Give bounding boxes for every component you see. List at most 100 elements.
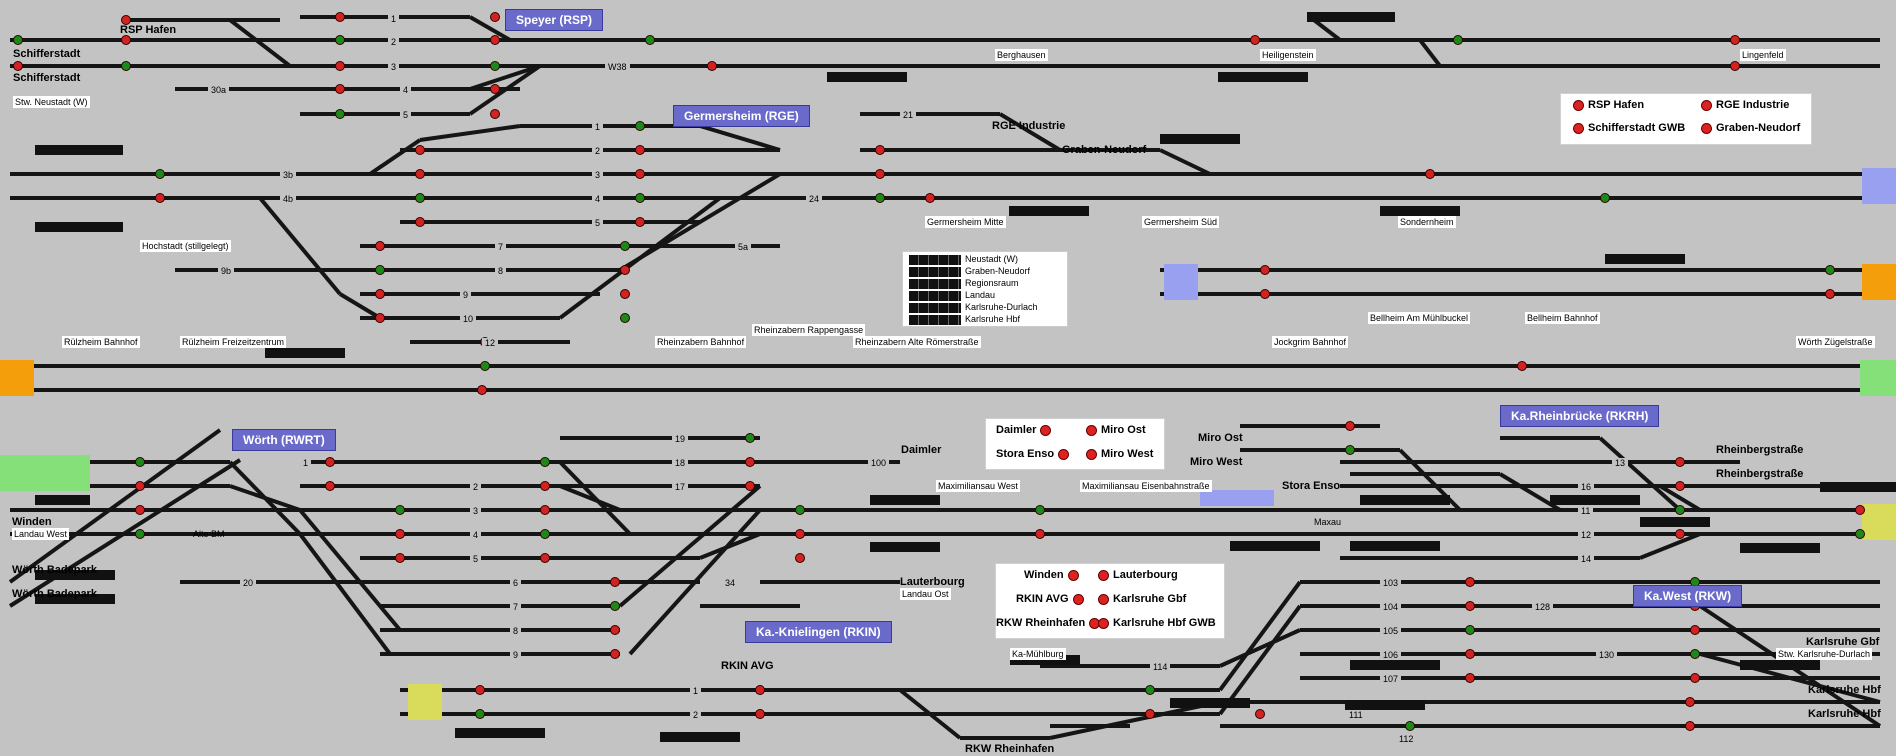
panel-row[interactable]: Karlsruhe Hbf GWB xyxy=(1094,616,1216,630)
train-block[interactable] xyxy=(1160,134,1240,144)
train-block[interactable] xyxy=(1010,655,1080,665)
station-woerth[interactable]: Wörth (RWRT) xyxy=(232,429,336,451)
train-block[interactable] xyxy=(455,728,545,738)
signal-icon[interactable] xyxy=(540,457,550,467)
signal-icon[interactable] xyxy=(875,169,885,179)
signal-icon[interactable] xyxy=(1250,35,1260,45)
train-block[interactable] xyxy=(1380,206,1460,216)
signal-icon[interactable] xyxy=(13,61,23,71)
panel-row[interactable]: Karlsruhe Gbf xyxy=(1094,592,1186,606)
signal-icon[interactable] xyxy=(635,121,645,131)
signal-icon[interactable] xyxy=(1453,35,1463,45)
signal-icon[interactable] xyxy=(610,601,620,611)
station-germersheim[interactable]: Germersheim (RGE) xyxy=(673,105,810,127)
signal-icon[interactable] xyxy=(540,529,550,539)
signal-icon[interactable] xyxy=(121,35,131,45)
signal-icon[interactable] xyxy=(155,169,165,179)
signal-icon[interactable] xyxy=(480,361,490,371)
panel-row[interactable]: RSP Hafen xyxy=(1569,98,1644,112)
signal-icon[interactable] xyxy=(1145,709,1155,719)
signal-icon[interactable] xyxy=(490,84,500,94)
signal-icon[interactable] xyxy=(1675,505,1685,515)
train-block[interactable] xyxy=(1350,541,1440,551)
signal-icon[interactable] xyxy=(635,217,645,227)
signal-icon[interactable] xyxy=(135,481,145,491)
signal-icon[interactable] xyxy=(1425,169,1435,179)
signal-icon[interactable] xyxy=(1465,625,1475,635)
signal-icon[interactable] xyxy=(375,313,385,323)
panel-row[interactable]: Lauterbourg xyxy=(1094,568,1178,582)
signal-icon[interactable] xyxy=(1035,529,1045,539)
signal-icon[interactable] xyxy=(1345,445,1355,455)
signal-icon[interactable] xyxy=(610,649,620,659)
signal-icon[interactable] xyxy=(540,481,550,491)
signal-icon[interactable] xyxy=(490,61,500,71)
signal-icon[interactable] xyxy=(1675,457,1685,467)
signal-icon[interactable] xyxy=(1465,673,1475,683)
signal-icon[interactable] xyxy=(395,553,405,563)
train-block[interactable] xyxy=(870,495,940,505)
signal-icon[interactable] xyxy=(610,577,620,587)
signal-icon[interactable] xyxy=(135,505,145,515)
signal-icon[interactable] xyxy=(335,35,345,45)
panel-row[interactable]: RKW Rheinhafen xyxy=(996,616,1104,630)
station-kawest[interactable]: Ka.West (RKW) xyxy=(1633,585,1743,607)
panel-row[interactable]: RGE Industrie xyxy=(1697,98,1789,112)
signal-icon[interactable] xyxy=(335,109,345,119)
station-rheinbruecke[interactable]: Ka.Rheinbrücke (RKRH) xyxy=(1500,405,1660,427)
signal-icon[interactable] xyxy=(1465,601,1475,611)
train-block[interactable] xyxy=(1170,698,1250,708)
signal-icon[interactable] xyxy=(1600,193,1610,203)
panel-row[interactable]: Schifferstadt GWB xyxy=(1569,121,1685,135)
signal-icon[interactable] xyxy=(395,529,405,539)
train-block[interactable] xyxy=(35,570,115,580)
signal-icon[interactable] xyxy=(415,145,425,155)
signal-icon[interactable] xyxy=(415,193,425,203)
signal-icon[interactable] xyxy=(325,481,335,491)
signal-icon[interactable] xyxy=(475,685,485,695)
train-block[interactable] xyxy=(35,145,123,155)
signal-icon[interactable] xyxy=(475,709,485,719)
signal-icon[interactable] xyxy=(121,15,131,25)
train-block[interactable] xyxy=(1307,12,1395,22)
signal-icon[interactable] xyxy=(925,193,935,203)
signal-icon[interactable] xyxy=(477,385,487,395)
train-block[interactable] xyxy=(1550,495,1640,505)
train-block[interactable] xyxy=(35,594,115,604)
train-block[interactable] xyxy=(660,732,740,742)
signal-icon[interactable] xyxy=(135,457,145,467)
signal-icon[interactable] xyxy=(707,61,717,71)
signal-icon[interactable] xyxy=(335,61,345,71)
train-block[interactable] xyxy=(1640,517,1710,527)
train-block[interactable] xyxy=(870,542,940,552)
signal-icon[interactable] xyxy=(395,505,405,515)
signal-icon[interactable] xyxy=(620,289,630,299)
signal-icon[interactable] xyxy=(375,241,385,251)
signal-icon[interactable] xyxy=(375,289,385,299)
signal-icon[interactable] xyxy=(1405,721,1415,731)
train-block[interactable] xyxy=(1230,541,1320,551)
signal-icon[interactable] xyxy=(1675,481,1685,491)
signal-icon[interactable] xyxy=(325,457,335,467)
signal-icon[interactable] xyxy=(335,12,345,22)
signal-icon[interactable] xyxy=(645,35,655,45)
signal-icon[interactable] xyxy=(490,109,500,119)
signal-icon[interactable] xyxy=(745,481,755,491)
train-block[interactable] xyxy=(35,495,90,505)
panel-row[interactable]: Winden xyxy=(1024,568,1083,582)
panel-row[interactable]: Miro Ost xyxy=(1082,423,1146,437)
signal-icon[interactable] xyxy=(635,169,645,179)
train-block[interactable] xyxy=(1360,495,1450,505)
signal-icon[interactable] xyxy=(1260,289,1270,299)
signal-icon[interactable] xyxy=(1145,685,1155,695)
signal-icon[interactable] xyxy=(620,313,630,323)
panel-row[interactable]: Miro West xyxy=(1082,447,1153,461)
signal-icon[interactable] xyxy=(620,241,630,251)
signal-icon[interactable] xyxy=(1690,625,1700,635)
signal-icon[interactable] xyxy=(1685,697,1695,707)
signal-icon[interactable] xyxy=(1855,529,1865,539)
train-block[interactable] xyxy=(1009,206,1089,216)
signal-icon[interactable] xyxy=(1255,709,1265,719)
panel-row[interactable]: RKIN AVG xyxy=(1016,592,1088,606)
panel-row[interactable]: Stora Enso xyxy=(996,447,1073,461)
